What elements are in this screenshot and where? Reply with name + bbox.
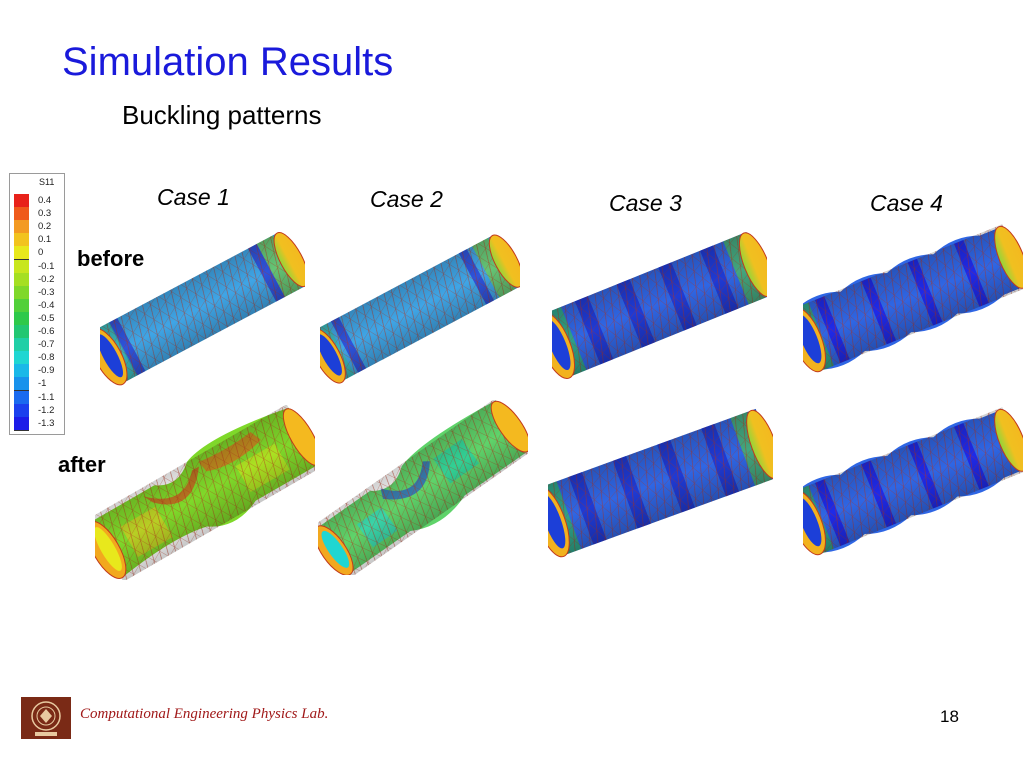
legend-value: -0.5 <box>38 312 55 324</box>
legend-entry: 0 <box>14 246 62 261</box>
legend-value: -0.7 <box>38 339 55 351</box>
legend-swatch <box>14 298 29 313</box>
legend-swatch <box>14 233 29 248</box>
legend-value: -0.3 <box>38 286 55 298</box>
legend-entry: -1 <box>14 377 62 392</box>
case-1-before-image <box>100 232 305 386</box>
legend-entry: -0.8 <box>14 351 62 366</box>
legend-value: -0.2 <box>38 273 55 285</box>
case-3-after-image <box>548 408 773 558</box>
page-number: 18 <box>940 707 959 726</box>
case-4-after-image <box>803 407 1023 556</box>
row-label-before: before <box>77 246 145 271</box>
legend-swatch <box>14 416 29 431</box>
legend-title: S11 <box>39 177 55 187</box>
legend-value: 0.3 <box>38 208 52 220</box>
slide-title: Simulation Results <box>62 40 394 84</box>
legend-entry: -0.4 <box>14 298 62 313</box>
case-label-3: Case 3 <box>609 190 682 216</box>
footer-lab-name: Computational Engineering Physics Lab. <box>80 706 329 722</box>
case-4-before-image <box>803 224 1023 373</box>
legend-entry: 0.3 <box>14 207 62 222</box>
legend-swatch <box>14 220 29 235</box>
case-2-after-image <box>318 400 528 575</box>
legend-swatch <box>14 311 29 326</box>
legend-value: -1.1 <box>38 391 55 403</box>
legend-swatch <box>14 194 29 208</box>
legend-value: -0.1 <box>38 260 55 272</box>
legend-entry: -0.5 <box>14 311 62 326</box>
legend-entry: 0.2 <box>14 220 62 235</box>
case-3-before-image <box>552 232 767 379</box>
case-label-1: Case 1 <box>157 184 230 210</box>
legend-value: -1 <box>38 378 47 390</box>
legend-entry: -0.1 <box>14 259 62 274</box>
legend-value: 0.1 <box>38 234 52 246</box>
legend-entry: -0.9 <box>14 364 62 379</box>
legend-entry: -0.3 <box>14 285 62 300</box>
case-label-4: Case 4 <box>870 190 943 216</box>
legend-entry: -0.7 <box>14 338 62 353</box>
legend-swatch <box>14 403 29 418</box>
legend-entry: -1.3 <box>14 416 62 431</box>
legend-entry: -1.1 <box>14 390 62 405</box>
legend-swatch <box>14 338 29 353</box>
legend-entry: 0.4 <box>14 194 62 208</box>
case-label-2: Case 2 <box>370 186 443 212</box>
row-label-after: after <box>58 452 106 477</box>
legend-swatch <box>14 272 29 287</box>
legend-swatch <box>14 246 29 261</box>
legend-value: 0.2 <box>38 221 52 233</box>
lab-logo <box>21 697 71 739</box>
legend-value: -0.4 <box>38 299 55 311</box>
legend-swatch <box>14 390 29 405</box>
slide-subtitle: Buckling patterns <box>122 100 322 130</box>
legend-swatch <box>14 207 29 222</box>
legend-value: -0.9 <box>38 365 55 377</box>
legend-swatch <box>14 285 29 300</box>
legend-entry: -0.2 <box>14 272 62 287</box>
legend-entry: 0.1 <box>14 233 62 248</box>
legend-swatch <box>14 351 29 366</box>
legend-value: -1.3 <box>38 417 55 429</box>
case-1-after-image <box>95 405 315 580</box>
legend-value: 0 <box>38 247 44 259</box>
legend-swatch <box>14 364 29 379</box>
legend-entry: -1.2 <box>14 403 62 418</box>
legend-value: 0.4 <box>38 195 52 206</box>
legend-entry: -0.6 <box>14 325 62 339</box>
case-2-before-image <box>320 234 520 384</box>
legend-value: -1.2 <box>38 404 55 416</box>
legend-value: -0.6 <box>38 326 55 337</box>
legend-value: -0.8 <box>38 352 55 364</box>
legend-swatch <box>14 259 29 274</box>
legend-swatch <box>14 325 29 339</box>
legend-swatch <box>14 377 29 392</box>
